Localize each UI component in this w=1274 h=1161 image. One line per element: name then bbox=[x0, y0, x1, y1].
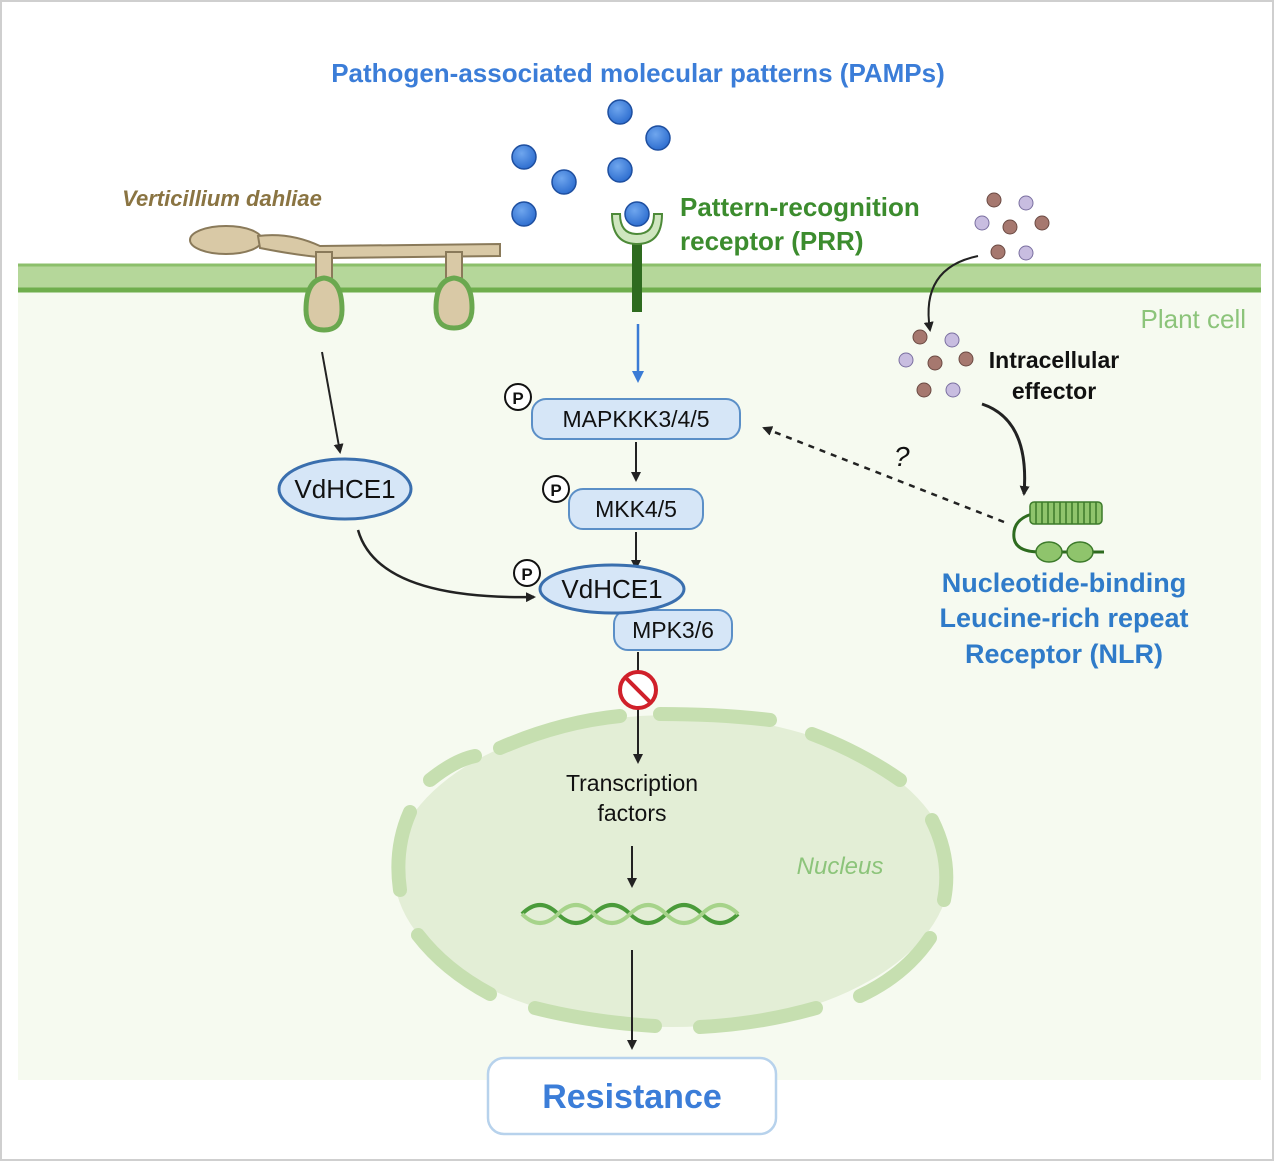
pathogen-to-vdhce1-arrow bbox=[321, 351, 344, 454]
phospho-badge bbox=[542, 475, 570, 503]
phospho-badge bbox=[513, 559, 541, 587]
mkk-label: MKK4/5 bbox=[595, 496, 677, 522]
nucleus-label: Nucleus bbox=[797, 853, 884, 880]
phospho-label: P bbox=[521, 565, 532, 584]
tf-label-line1: Transcription bbox=[566, 770, 698, 796]
mpk-label: MPK3/6 bbox=[632, 617, 714, 643]
effector-entry-arrow bbox=[923, 255, 979, 332]
vdhce1-free-protein: VdHCE1 bbox=[277, 457, 413, 521]
effector-to-nlr-arrow bbox=[981, 402, 1030, 496]
phospho-label: P bbox=[550, 481, 561, 500]
vdhce1-bound-protein: VdHCE1 P bbox=[513, 559, 686, 615]
prr-receptor bbox=[610, 201, 664, 312]
dna-icon bbox=[520, 903, 740, 925]
plant-cell-label: Plant cell bbox=[1141, 304, 1247, 334]
nlr-label-line2: Leucine-rich repeat bbox=[939, 603, 1188, 633]
mapkkk-label: MAPKKK3/4/5 bbox=[562, 406, 709, 432]
mkk-protein: MKK4/5 P bbox=[542, 475, 704, 530]
pamp-molecules bbox=[511, 99, 671, 227]
effector-molecules-inside bbox=[898, 329, 974, 398]
vdhce1-free-label: VdHCE1 bbox=[294, 474, 395, 504]
pamp-dot bbox=[607, 157, 633, 183]
question-mark: ? bbox=[894, 441, 910, 472]
resistance-label: Resistance bbox=[542, 1078, 722, 1116]
prr-label-line2: receptor (PRR) bbox=[680, 226, 863, 256]
effector-label-line2: effector bbox=[1012, 378, 1096, 404]
mapkkk-protein: MAPKKK3/4/5 P bbox=[504, 383, 741, 440]
vdhce1-bound-label: VdHCE1 bbox=[561, 574, 662, 604]
nucleus bbox=[391, 707, 954, 1034]
pathogen-label: Verticillium dahliae bbox=[122, 186, 322, 211]
pathogen-hyphae bbox=[189, 225, 501, 333]
nlr-label-line3: Receptor (NLR) bbox=[965, 639, 1163, 669]
diagram-title: Pathogen-associated molecular patterns (… bbox=[331, 58, 945, 88]
nlr-label-line1: Nucleotide-binding bbox=[942, 568, 1186, 598]
phospho-label: P bbox=[512, 389, 523, 408]
tf-label-line2: factors bbox=[597, 800, 666, 826]
vdhce1-binding-arrow bbox=[356, 529, 536, 603]
inhibition-icon bbox=[618, 670, 658, 710]
pamp-dot bbox=[551, 169, 577, 195]
nlr-receptor bbox=[1012, 501, 1104, 563]
pamp-dot bbox=[511, 144, 537, 170]
pamp-dot bbox=[645, 125, 671, 151]
pamp-dot bbox=[511, 201, 537, 227]
prr-label-line1: Pattern-recognition bbox=[680, 192, 920, 222]
pamp-dot bbox=[607, 99, 633, 125]
phospho-badge bbox=[504, 383, 532, 411]
effector-molecules-outside bbox=[974, 192, 1050, 261]
mpk-protein: MPK3/6 bbox=[613, 609, 733, 651]
resistance-box: Resistance bbox=[486, 1056, 778, 1136]
effector-label-line1: Intracellular bbox=[989, 347, 1119, 373]
